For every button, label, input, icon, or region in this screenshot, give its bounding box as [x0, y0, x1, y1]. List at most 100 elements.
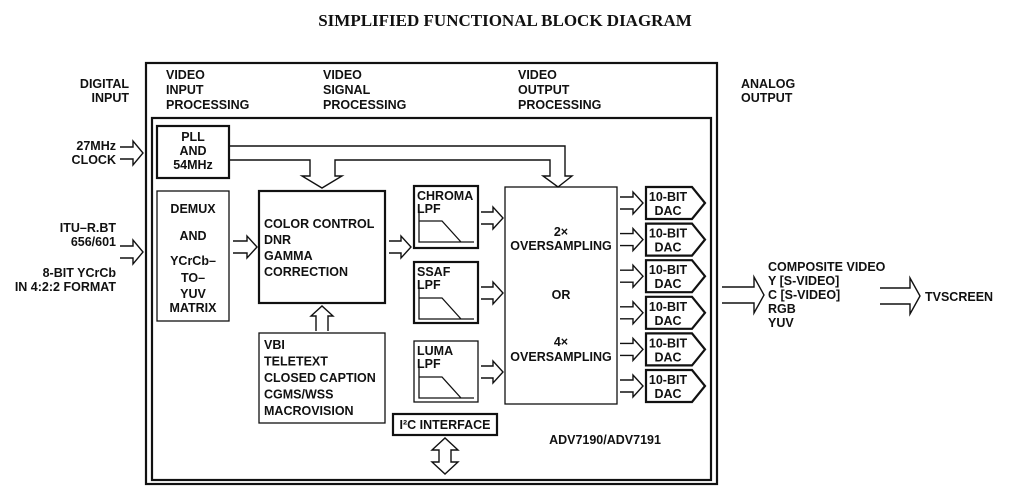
- vbi-block: [258, 332, 386, 424]
- chroma-lpf-label: LPF: [417, 202, 441, 216]
- vbi-label: VBI: [264, 338, 285, 352]
- format-label: 8-BIT YCrCb: [43, 266, 117, 280]
- lowpass-filter-icon: [418, 366, 474, 399]
- oversampling-to-dac-arrow: [620, 373, 644, 399]
- dac-block: [644, 259, 707, 294]
- analog-output-arrow: [722, 274, 765, 316]
- demux-label: DEMUX: [170, 202, 216, 216]
- oversampling-to-dac-arrow: [620, 263, 644, 290]
- vbi-label: CGMS/WSS: [264, 388, 333, 402]
- demux-block: [156, 190, 230, 322]
- clock-label: 27MHz: [76, 139, 116, 153]
- lowpass-filter-icon: [418, 210, 474, 243]
- diagram-title: SIMPLIFIED FUNCTIONAL BLOCK DIAGRAM: [318, 11, 692, 30]
- dac-block: [644, 368, 707, 404]
- chroma-lpf-block: [412, 184, 480, 250]
- dac-label: DAC: [654, 387, 681, 401]
- demux-label: YCrCb–: [170, 254, 216, 268]
- luma-lpf-label: LUMA: [417, 344, 453, 358]
- dac-label: 10-BIT: [649, 190, 688, 204]
- color-control-block: [257, 189, 387, 305]
- oversampling-block: [504, 186, 618, 405]
- tvscreen-label: TVSCREEN: [925, 290, 993, 304]
- output-signal-label: COMPOSITE VIDEO: [768, 260, 886, 274]
- dac-label: 10-BIT: [649, 373, 688, 387]
- dac-label: DAC: [654, 314, 681, 328]
- oversampling-to-dac-arrow: [620, 226, 644, 253]
- section-input-label: INPUT: [166, 83, 204, 97]
- demux-label: AND: [179, 229, 206, 243]
- ssaf-lpf-block: [412, 260, 480, 325]
- oversampling-label: OR: [552, 288, 571, 302]
- itu-label: 656/601: [71, 235, 116, 249]
- section-input-label: PROCESSING: [166, 98, 249, 112]
- ssaf-lpf-label: SSAF: [417, 265, 451, 279]
- digital-input-label: DIGITAL: [80, 77, 129, 91]
- clock-distribution-arrow: [229, 145, 575, 189]
- section-output-label: VIDEO: [518, 68, 557, 82]
- demux-label: YUV: [180, 287, 206, 301]
- section-signal-label: VIDEO: [323, 68, 362, 82]
- vbi-label: CLOSED CAPTION: [264, 371, 376, 385]
- dac-label: DAC: [654, 204, 681, 218]
- section-signal-label: PROCESSING: [323, 98, 406, 112]
- lowpass-filter-icon: [418, 287, 474, 320]
- color-control-label: DNR: [264, 233, 291, 247]
- analog-output-label: ANALOG: [741, 77, 795, 91]
- section-output-label: OUTPUT: [518, 83, 570, 97]
- oversampling-label: 2×: [554, 225, 568, 239]
- output-signal-label: Y [S-VIDEO]: [768, 274, 839, 288]
- format-label: IN 4:2:2 FORMAT: [15, 280, 117, 294]
- dac-block: [644, 295, 707, 330]
- chip-outer-box: [144, 61, 719, 486]
- dac-label: DAC: [654, 350, 681, 364]
- ssaf-lpf-label: LPF: [417, 278, 441, 292]
- tvscreen-arrow: [880, 275, 921, 317]
- dac-label: 10-BIT: [649, 227, 688, 241]
- oversampling-to-dac-arrow: [620, 299, 644, 326]
- color-control-label: GAMMA: [264, 249, 313, 263]
- demux-label: TO–: [181, 271, 205, 285]
- output-signal-label: YUV: [768, 316, 794, 330]
- data-input-arrow: [120, 238, 144, 266]
- color-to-filters-arrow: [389, 234, 412, 260]
- output-signal-label: RGB: [768, 302, 796, 316]
- chip-inner-box: [150, 116, 713, 482]
- dac-label: DAC: [654, 277, 681, 291]
- vbi-label: MACROVISION: [264, 404, 354, 418]
- chroma-out-arrow: [481, 205, 504, 231]
- pll-label: AND: [179, 144, 206, 158]
- oversampling-label: OVERSAMPLING: [510, 350, 611, 364]
- clock-input-arrow: [120, 139, 144, 167]
- luma-out-arrow: [481, 359, 504, 385]
- dac-label: 10-BIT: [649, 300, 688, 314]
- pll-block: [155, 124, 231, 180]
- oversampling-label: OVERSAMPLING: [510, 239, 611, 253]
- section-input-label: VIDEO: [166, 68, 205, 82]
- luma-lpf-block: [413, 340, 479, 403]
- chip-name-label: ADV7190/ADV7191: [549, 433, 661, 447]
- color-control-label: COLOR CONTROL: [264, 217, 375, 231]
- dac-label: 10-BIT: [649, 263, 688, 277]
- ssaf-out-arrow: [481, 280, 504, 306]
- clock-label: CLOCK: [72, 153, 116, 167]
- oversampling-to-dac-arrow: [620, 190, 644, 216]
- pll-label: PLL: [181, 130, 205, 144]
- dac-label: DAC: [654, 241, 681, 255]
- dac-label: 10-BIT: [649, 336, 688, 350]
- itu-label: ITU–R.BT: [60, 221, 117, 235]
- luma-lpf-label: LPF: [417, 357, 441, 371]
- digital-input-label: INPUT: [92, 91, 130, 105]
- dac-block: [644, 185, 707, 221]
- oversampling-to-dac-arrow: [620, 336, 644, 363]
- demux-label: MATRIX: [170, 301, 218, 315]
- vbi-to-color-arrow: [309, 305, 335, 331]
- i2c-interface-block: [391, 412, 499, 437]
- output-signal-label: C [S-VIDEO]: [768, 288, 840, 302]
- analog-output-label: OUTPUT: [741, 91, 793, 105]
- dac-block: [644, 222, 707, 257]
- i2c-label: I²C INTERFACE: [400, 418, 491, 432]
- i2c-bus-arrow: [430, 437, 460, 475]
- section-signal-label: SIGNAL: [323, 83, 371, 97]
